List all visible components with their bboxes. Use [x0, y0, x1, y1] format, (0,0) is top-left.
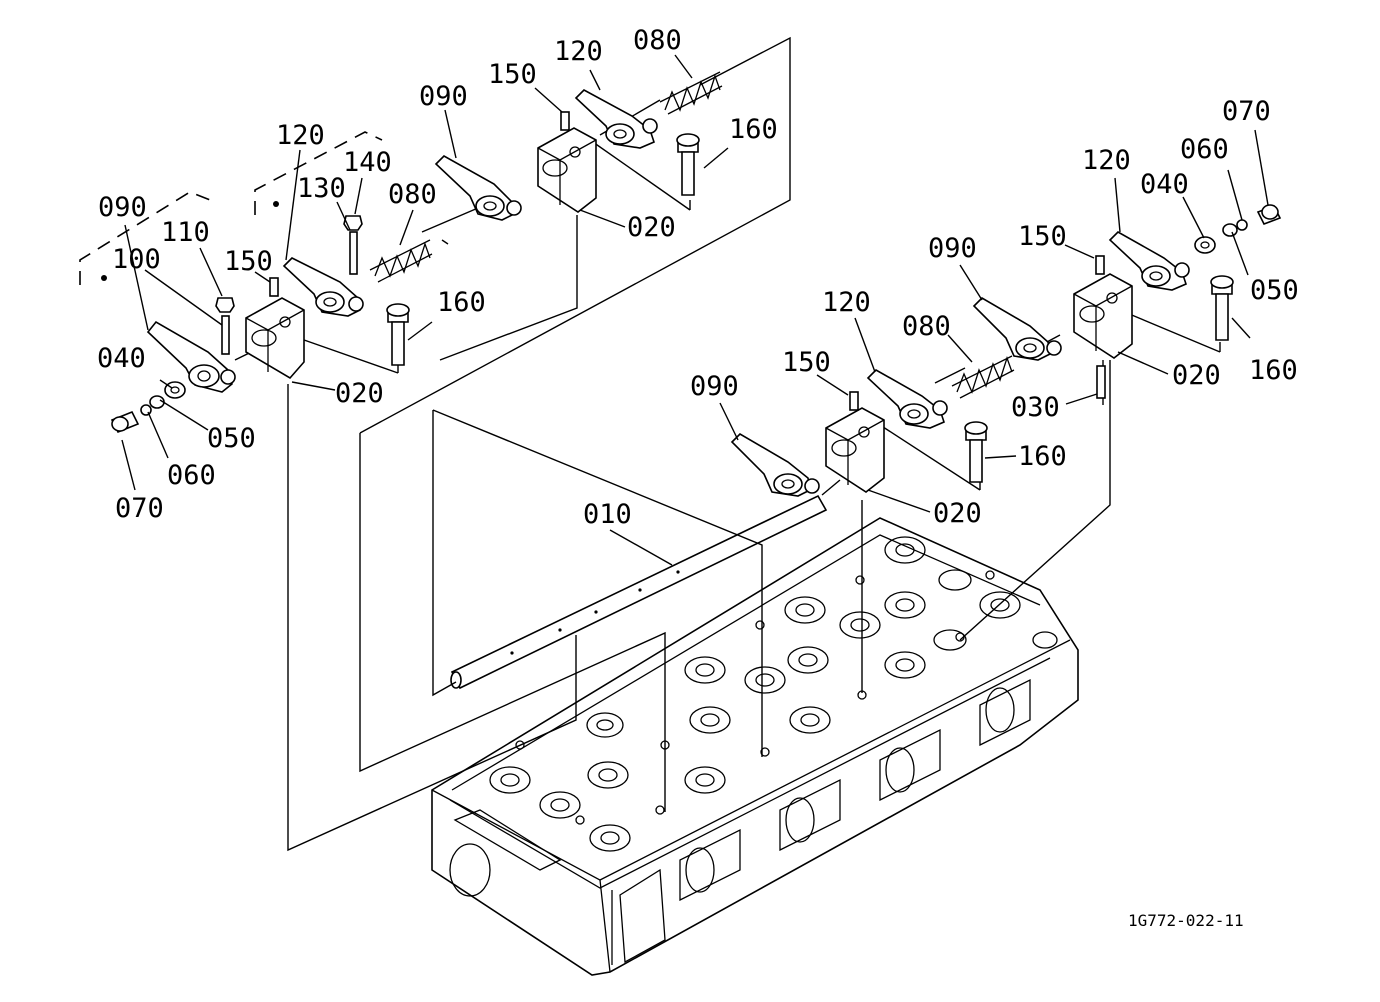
label-040-right: 040 — [1140, 169, 1189, 200]
label-100: 100 — [112, 244, 161, 275]
drawing-reference-code: 1G772-022-11 — [1128, 911, 1244, 930]
bolt-160-right — [1210, 275, 1234, 341]
label-060-left: 060 — [167, 460, 216, 491]
label-090-right: 090 — [928, 233, 977, 264]
label-090-upper: 090 — [419, 81, 468, 112]
plug-070-right — [1256, 204, 1282, 226]
label-120-upper: 120 — [554, 36, 603, 67]
spring-080-left — [369, 239, 433, 283]
washer-050-060-left — [140, 395, 165, 416]
adjust-screw-100-nut-110 — [215, 297, 235, 355]
bolt-160-left — [386, 303, 410, 366]
rocker-arm-120-right — [1108, 231, 1190, 291]
rocker-bracket-020-middle — [825, 407, 885, 493]
label-160-upper: 160 — [729, 114, 778, 145]
rocker-bracket-020-upper — [537, 127, 597, 213]
rocker-arm-120-upper — [574, 89, 658, 149]
label-120-middle: 120 — [822, 287, 871, 318]
label-130: 130 — [297, 173, 346, 204]
rocker-arm-090-left — [101, 275, 236, 393]
valve-seat-row — [489, 536, 1058, 852]
label-160-right: 160 — [1249, 355, 1298, 386]
label-030: 030 — [1011, 392, 1060, 423]
cylinder-head — [431, 517, 1079, 976]
plug-070-left — [110, 410, 140, 434]
part-labels: 010 020 020 020 020 030 040 040 050 050 … — [97, 25, 1299, 930]
label-020-upper: 020 — [627, 212, 676, 243]
label-140: 140 — [343, 147, 392, 178]
bolt-160-upper — [676, 133, 700, 196]
label-020-left: 020 — [335, 378, 384, 409]
label-150-upper: 150 — [488, 59, 537, 90]
rocker-arm-090-upper — [434, 155, 522, 221]
spring-080-middle — [951, 355, 1015, 399]
rocker-arm-090-right — [972, 296, 1062, 361]
washer-050-060-right — [1222, 219, 1248, 237]
label-150-right: 150 — [1018, 221, 1067, 252]
label-050-right: 050 — [1250, 275, 1299, 306]
label-160-left: 160 — [437, 287, 486, 318]
rocker-arm-120-middle — [866, 369, 948, 429]
label-020-middle: 020 — [933, 498, 982, 529]
washer-040-left — [164, 381, 186, 399]
label-090-left: 090 — [98, 192, 147, 223]
label-070-right: 070 — [1222, 96, 1271, 127]
label-150-middle: 150 — [782, 347, 831, 378]
label-110: 110 — [161, 217, 210, 248]
label-090-middle: 090 — [690, 371, 739, 402]
rocker-bracket-020-right — [1073, 273, 1133, 359]
rocker-arm-120-left — [273, 201, 364, 317]
rocker-bracket-020-left — [245, 297, 305, 380]
rocker-arm-090-middle — [730, 432, 820, 497]
washer-040-right — [1194, 236, 1216, 254]
leader-lines — [121, 54, 1269, 566]
group-brackets — [79, 131, 383, 285]
label-050-left: 050 — [207, 423, 256, 454]
label-010: 010 — [583, 499, 632, 530]
label-150-left: 150 — [224, 246, 273, 277]
label-070-left: 070 — [115, 493, 164, 524]
bolt-160-middle — [964, 421, 988, 483]
pin-150-set — [269, 111, 1105, 411]
label-080-upper: 080 — [633, 25, 682, 56]
pin-030 — [1096, 365, 1106, 399]
label-040-left: 040 — [97, 343, 146, 374]
label-080-middle: 080 — [902, 311, 951, 342]
adjust-screw-130-nut-140 — [343, 215, 363, 275]
label-160-middle: 160 — [1018, 441, 1067, 472]
label-060-right: 060 — [1180, 134, 1229, 165]
label-080-left: 080 — [388, 179, 437, 210]
spring-080-upper — [659, 71, 723, 115]
label-020-right: 020 — [1172, 360, 1221, 391]
label-120-right: 120 — [1082, 145, 1131, 176]
head-bolt-holes — [515, 570, 995, 825]
label-120-left: 120 — [276, 120, 325, 151]
